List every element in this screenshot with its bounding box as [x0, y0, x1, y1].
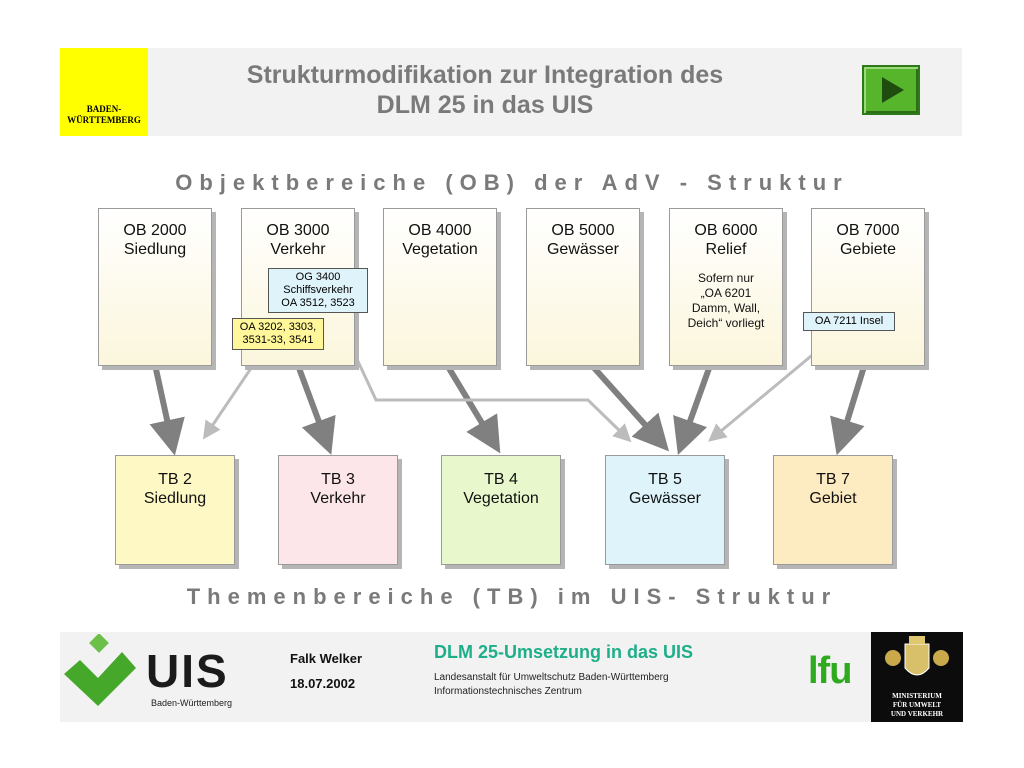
arrow-ob6000-tb5: [673, 358, 715, 455]
page-title: Strukturmodifikation zur Integration des…: [160, 60, 810, 120]
footer-band: [60, 632, 962, 722]
tb-box-7: TB 7 Gebiet: [773, 455, 893, 565]
ob-box-6000: OB 6000 Relief Sofern nur „OA 6201 Damm,…: [669, 208, 783, 366]
uis-logo-text: UIS: [146, 645, 229, 697]
logo-line-2: WÜRTTEMBERG: [67, 115, 141, 125]
ob-6000-note: Sofern nur „OA 6201 Damm, Wall, Deich“ v…: [670, 271, 782, 331]
note-line: Deich“ vorliegt: [687, 316, 765, 330]
uis-check-icon: [64, 634, 136, 706]
tb-box-5: TB 5 Gewässer: [605, 455, 725, 565]
tb-name: Gewässer: [628, 490, 702, 507]
footer-dept-line: Informationstechnisches Zentrum: [434, 686, 582, 697]
ob-box-4000: OB 4000 Vegetation: [383, 208, 497, 366]
ministry-line-1: MINISTERIUM: [892, 692, 942, 700]
tb-name: Siedlung: [143, 490, 207, 507]
ob-name: Gebiete: [839, 241, 897, 258]
callout-og3400: OG 3400 Schiffsverkehr OA 3512, 3523: [268, 268, 368, 313]
ministry-logo: MINISTERIUM FÜR UMWELT UND VERKEHR: [871, 632, 963, 722]
ob-name: Verkehr: [270, 241, 326, 258]
ob-heading: Objektbereiche (OB) der AdV - Struktur: [175, 170, 849, 195]
ob-box-7000: OB 7000 Gebiete: [811, 208, 925, 366]
arrow-ob2000-tb2: [149, 359, 185, 456]
title-line-2: DLM 25 in das UIS: [376, 91, 594, 119]
ob-code: OB 3000: [266, 222, 330, 239]
header-band: [60, 48, 962, 136]
logo-line-1: BADEN-: [86, 104, 122, 114]
callout-oa3202: OA 3202, 3303, 3531-33, 3541: [232, 318, 324, 350]
tb-name: Vegetation: [463, 490, 539, 507]
ministry-line-3: UND VERKEHR: [890, 710, 944, 718]
presentation-date: 18.07.2002: [290, 676, 356, 691]
tb-box-3: TB 3 Verkehr: [278, 455, 398, 565]
tb-code: TB 5: [648, 471, 682, 488]
arrow-ob7000-tb7: [830, 359, 869, 456]
note-line: Damm, Wall,: [691, 301, 761, 315]
callout-oa7211: OA 7211 Insel: [803, 312, 895, 331]
lfu-logo: lfu: [808, 650, 852, 692]
callout-line: Schiffsverkehr: [283, 284, 353, 296]
footer-title: DLM 25-Umsetzung in das UIS: [434, 642, 694, 662]
ob-name: Relief: [705, 241, 747, 258]
ob-code: OB 2000: [123, 222, 187, 239]
tb-code: TB 3: [321, 471, 355, 488]
callout-line: OA 3512, 3523: [281, 297, 355, 309]
note-line: „OA 6201: [700, 286, 752, 300]
ob-box-2000: OB 2000 Siedlung: [98, 208, 212, 366]
callout-line: OA 7211 Insel: [814, 315, 884, 327]
arrow-og3400-tb5: [333, 311, 632, 443]
coat-of-arms-icon: [885, 636, 949, 676]
ministry-line-2: FÜR UMWELT: [892, 701, 942, 709]
ob-code: OB 5000: [551, 222, 615, 239]
tb-box-2: TB 2 Siedlung: [115, 455, 235, 565]
uis-logo-subtitle: Baden-Württemberg: [151, 698, 233, 708]
ob-name: Siedlung: [123, 241, 187, 258]
tb-code: TB 4: [484, 471, 518, 488]
arrow-ob3000-tb3: [293, 358, 336, 455]
note-line: Sofern nur: [697, 271, 755, 285]
footer-org-line: Landesanstalt für Umweltschutz Baden-Wür…: [434, 672, 669, 683]
tb-name: Verkehr: [310, 490, 366, 507]
tb-name: Gebiet: [809, 490, 857, 507]
ob-box-5000: OB 5000 Gewässer: [526, 208, 640, 366]
arrow-ob5000-tb5: [584, 357, 670, 452]
title-line-1: Strukturmodifikation zur Integration des: [246, 61, 724, 89]
callout-line: 3531-33, 3541: [242, 334, 314, 346]
author-name: Falk Welker: [290, 651, 363, 666]
callout-line: OG 3400: [295, 271, 341, 283]
tb-code: TB 7: [816, 471, 850, 488]
tb-heading: Themenbereiche (TB) im UIS- Struktur: [186, 584, 838, 609]
ob-code: OB 6000: [694, 222, 758, 239]
play-triangle-icon: [882, 77, 904, 103]
ob-name: Vegetation: [402, 241, 478, 258]
ob-code: OB 7000: [836, 222, 900, 239]
tb-code: TB 2: [158, 471, 192, 488]
next-slide-button[interactable]: [862, 65, 920, 115]
ob-name: Gewässer: [546, 241, 620, 258]
baden-wuerttemberg-logo: BADEN- WÜRTTEMBERG: [60, 48, 148, 136]
ob-code: OB 4000: [408, 222, 472, 239]
callout-line: OA 3202, 3303,: [239, 321, 317, 333]
tb-box-4: TB 4 Vegetation: [441, 455, 561, 565]
